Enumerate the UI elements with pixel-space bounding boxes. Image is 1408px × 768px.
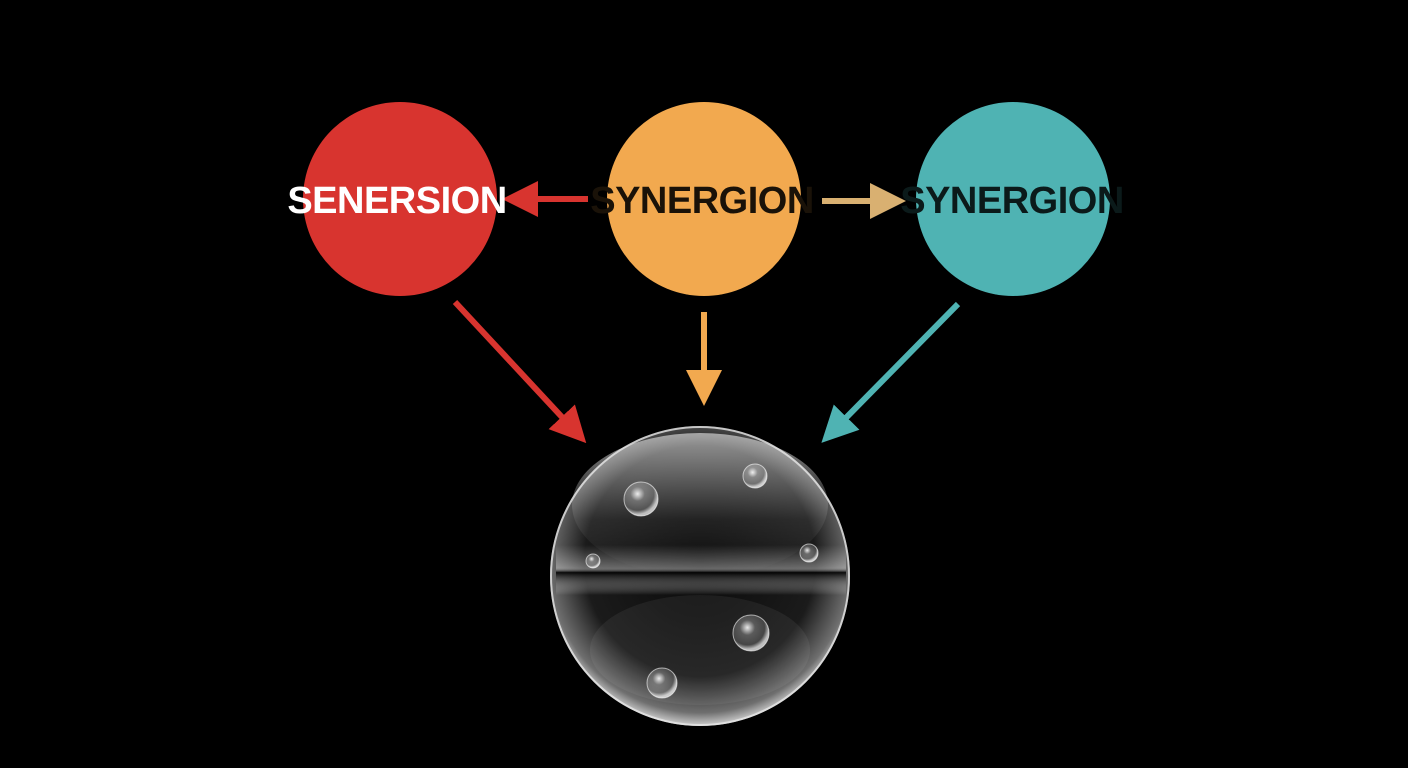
sphere-equator-band	[556, 545, 846, 595]
arrows	[452, 181, 961, 444]
inner-bubble	[742, 463, 768, 489]
node-label: SYNERGION	[900, 180, 1124, 222]
sphere-rim	[550, 426, 850, 726]
inner-bubble	[732, 614, 770, 652]
inner-bubbles	[585, 463, 819, 699]
inner-bubble	[623, 481, 659, 517]
arrow-left-to-sphere	[452, 299, 587, 444]
inner-bubble	[646, 667, 678, 699]
node-circle	[607, 102, 801, 296]
inner-bubble	[585, 553, 601, 569]
node-synergion-center: SYNERGION	[590, 102, 814, 296]
node-circle	[303, 102, 497, 296]
node-synergion-right: SYNERGION	[900, 102, 1124, 296]
glass-sphere	[550, 426, 850, 726]
node-label: SYNERGION	[590, 180, 814, 222]
node-circle	[916, 102, 1110, 296]
inner-bubble	[799, 543, 819, 563]
node-label: SENERSION	[287, 180, 506, 222]
arrow-right-to-sphere	[821, 301, 961, 443]
node-senersion: SENERSION	[287, 102, 507, 296]
sphere-lower-glow	[590, 595, 810, 705]
